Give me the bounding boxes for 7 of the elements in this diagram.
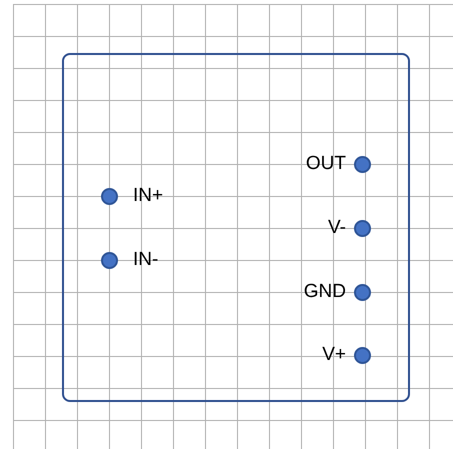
pin-label: OUT <box>306 153 346 175</box>
pin-label: IN+ <box>133 185 164 207</box>
pin-label: GND <box>304 281 346 303</box>
pin-label: IN- <box>133 249 158 271</box>
pin-label: V- <box>328 217 346 239</box>
component-outline <box>62 53 410 402</box>
pin-label: V+ <box>322 344 346 366</box>
